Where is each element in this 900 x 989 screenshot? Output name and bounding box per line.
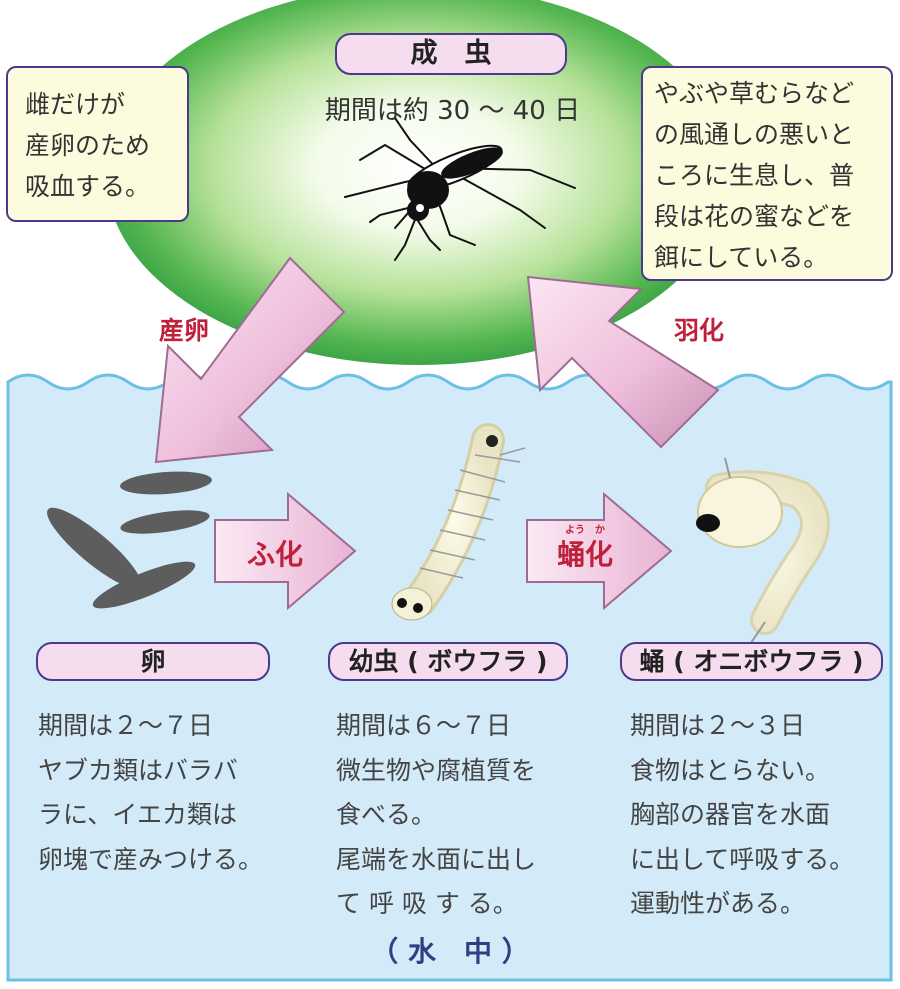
pupate-label: 蛹化 — [557, 538, 614, 571]
female-blood-note: 雌だけが 産卵のため 吸血する。 — [6, 66, 189, 222]
larva-stage-title: 幼虫 ( ボウフラ ) — [328, 642, 568, 681]
note-line: の風通しの悪いと — [654, 120, 855, 149]
hatch-arrow — [214, 491, 357, 611]
note-line: 餌にしている。 — [654, 243, 829, 272]
egg-stage-description: 期間は２～７日 ヤブカ類はバラバ ラに、イエカ類は 卵塊で産みつける。 — [38, 704, 263, 882]
note-line: 段は花の蜜などを — [654, 202, 855, 231]
pupate-arrow — [526, 491, 673, 611]
desc-line: て 呼 吸 す る。 — [336, 889, 518, 918]
desc-line: ヤブカ類はバラバ — [38, 755, 238, 785]
underwater-label: （ 水 中 ） — [370, 935, 530, 968]
note-line: ころに生息し、普 — [654, 161, 855, 190]
desc-line: 微生物や腐植質を — [336, 755, 537, 785]
desc-line: 胸部の器官を水面 — [630, 800, 831, 829]
pupa-stage-description: 期間は２～３日 食物はとらない。 胸部の器官を水面 に出して呼吸する。 運動性が… — [630, 704, 854, 927]
note-line: 産卵のため — [25, 131, 151, 160]
desc-line: ラに、イエカ類は — [38, 800, 238, 829]
larva-illustration — [391, 423, 526, 621]
note-line: 雌だけが — [25, 90, 126, 119]
desc-line: 期間は２～３日 — [630, 711, 806, 740]
pupate-ruby: よう か — [565, 525, 605, 536]
emergence-arrow — [526, 275, 720, 449]
desc-line: 尾端を水面に出し — [336, 844, 537, 874]
desc-line: に出して呼吸する。 — [630, 844, 855, 874]
note-line: やぶや草むらなど — [654, 79, 855, 108]
adult-stage-title: 成 虫 — [335, 33, 567, 75]
egg-stage-title: 卵 — [36, 642, 270, 681]
adult-period-text: 期間は約 30 ～ 40 日 — [324, 96, 581, 126]
desc-line: 卵塊で産みつける。 — [38, 844, 264, 874]
emergence-label: 羽化 — [674, 316, 725, 345]
lay-eggs-label: 産卵 — [159, 316, 210, 345]
note-line: 吸血する。 — [25, 172, 151, 201]
lay-eggs-arrow — [154, 256, 346, 464]
larva-stage-description: 期間は６～７日 微生物や腐植質を 食べる。 尾端を水面に出し て 呼 吸 す る… — [336, 704, 536, 927]
desc-line: 期間は２～７日 — [38, 711, 214, 740]
habitat-note: やぶや草むらなど の風通しの悪いと ころに生息し、普 段は花の蜜などを 餌にして… — [641, 66, 893, 281]
desc-line: 食物はとらない。 — [630, 755, 831, 785]
desc-line: 運動性がある。 — [630, 889, 806, 918]
pupa-illustration — [696, 457, 830, 665]
pupa-stage-title: 蛹 ( オニボウフラ ) — [620, 642, 883, 681]
hatch-label: ふ化 — [247, 538, 304, 571]
egg-cluster — [47, 471, 212, 609]
desc-line: 食べる。 — [336, 800, 437, 829]
adult-mosquito-illustration — [344, 117, 576, 261]
desc-line: 期間は６～７日 — [336, 711, 512, 740]
